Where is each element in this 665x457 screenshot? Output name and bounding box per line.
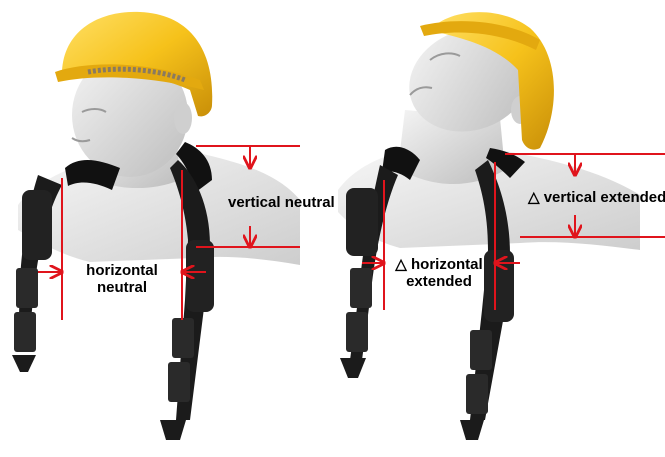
neutral-vertical-label: vertical neutral [228, 194, 335, 211]
extended-horizontal-label: △ horizontal extended [384, 256, 494, 290]
delta-icon: △ [528, 189, 540, 206]
extended-horizontal-text: horizontal [411, 256, 483, 273]
neutral-horizontal-line2: neutral [72, 279, 172, 296]
extended-horizontal-line1: △ horizontal [384, 256, 494, 273]
extended-figure [338, 12, 665, 440]
delta-icon: △ [395, 256, 407, 273]
extended-vertical-label: △ vertical extended [528, 189, 665, 206]
extended-vertical-text: vertical extended [544, 189, 665, 206]
neutral-horizontal-label: horizontal neutral [72, 262, 172, 296]
neutral-figure [12, 12, 300, 440]
neutral-ear [174, 102, 192, 134]
extended-horizontal-line2: extended [384, 273, 494, 290]
neutral-horizontal-line1: horizontal [72, 262, 172, 279]
